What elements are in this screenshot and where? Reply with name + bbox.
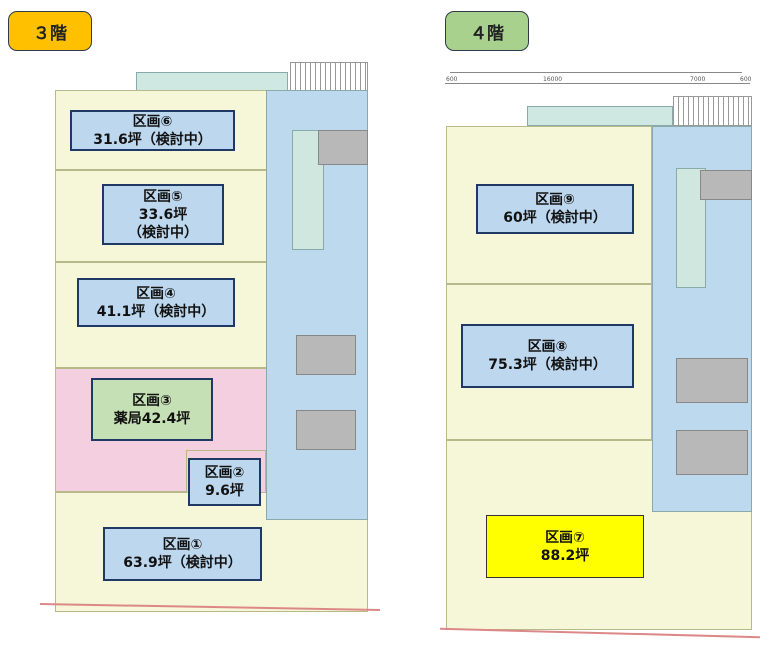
stairs (290, 62, 368, 92)
section-area: 薬局42.4坪 (113, 410, 191, 427)
elevator (296, 410, 356, 450)
floor-3-title: ３階 (33, 23, 67, 44)
dimension-label: 16000 (543, 76, 563, 83)
floor-4-title: ４階 (470, 23, 504, 44)
elevator (296, 335, 356, 375)
dimension-line (445, 83, 750, 84)
section-name: 区画⑧ (527, 339, 568, 355)
section-name: 区画⑨ (535, 192, 575, 208)
section-8-label: 区画⑧ 75.3坪（検討中） (461, 324, 634, 388)
elevator (676, 358, 748, 403)
dimension-label: 7000 (690, 76, 706, 83)
section-note: （検討中） (128, 224, 198, 241)
section-area: 31.6坪（検討中） (93, 131, 212, 148)
dimension-label: 600 (446, 76, 458, 83)
gray-room (700, 170, 752, 200)
section-area: 88.2坪 (540, 547, 590, 564)
floor-3-tag: ３階 (8, 11, 92, 51)
section-name: 区画③ (132, 392, 172, 409)
section-name: 区画⑦ (545, 529, 585, 546)
section-area: 9.6坪 (205, 483, 244, 499)
elevator (676, 430, 748, 475)
floor-4-tag: ４階 (445, 11, 529, 51)
gray-room (318, 130, 368, 165)
section-area: 63.9坪（検討中） (123, 555, 242, 571)
section-2-label: 区画② 9.6坪 (188, 458, 261, 506)
section-area: 75.3坪（検討中） (488, 357, 607, 373)
balcony (527, 106, 673, 126)
dimension-label: 600 (740, 76, 752, 83)
section-name: 区画⑤ (143, 188, 183, 205)
section-area: 60坪（検討中） (503, 210, 607, 226)
section-area: 41.1坪（検討中） (96, 303, 216, 320)
section-9-label: 区画⑨ 60坪（検討中） (476, 184, 634, 234)
section-1-label: 区画① 63.9坪（検討中） (103, 527, 262, 581)
section-name: 区画④ (136, 285, 176, 302)
section-name: 区画② (204, 465, 245, 481)
section-area: 33.6坪 (138, 206, 188, 223)
balcony (136, 72, 288, 92)
stairs (673, 96, 752, 126)
section-name: 区画① (162, 537, 203, 553)
section-name: 区画⑥ (132, 113, 173, 130)
dimension-line (450, 72, 742, 73)
